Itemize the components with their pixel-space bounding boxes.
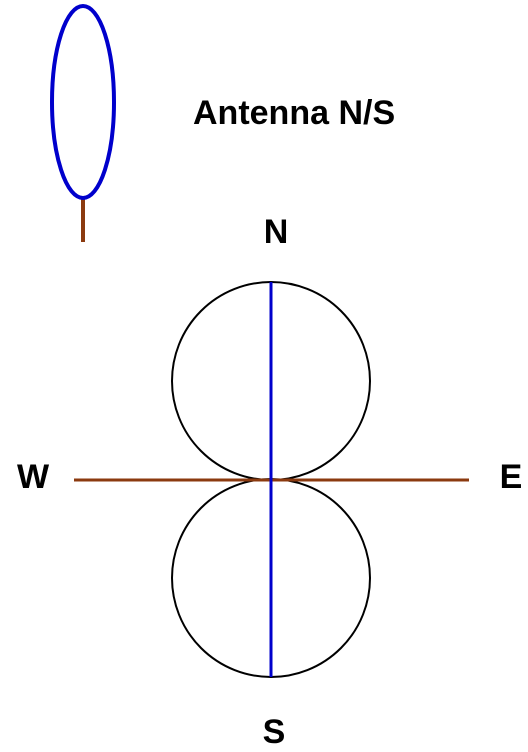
compass-north-label: N [264,213,289,251]
compass-east-label: E [500,458,523,496]
diagram-title: Antenna N/S [193,94,395,132]
compass-west-label: W [17,458,50,496]
antenna-loop [50,4,116,200]
compass-south-label: S [263,713,286,751]
antenna-icon [50,4,116,242]
